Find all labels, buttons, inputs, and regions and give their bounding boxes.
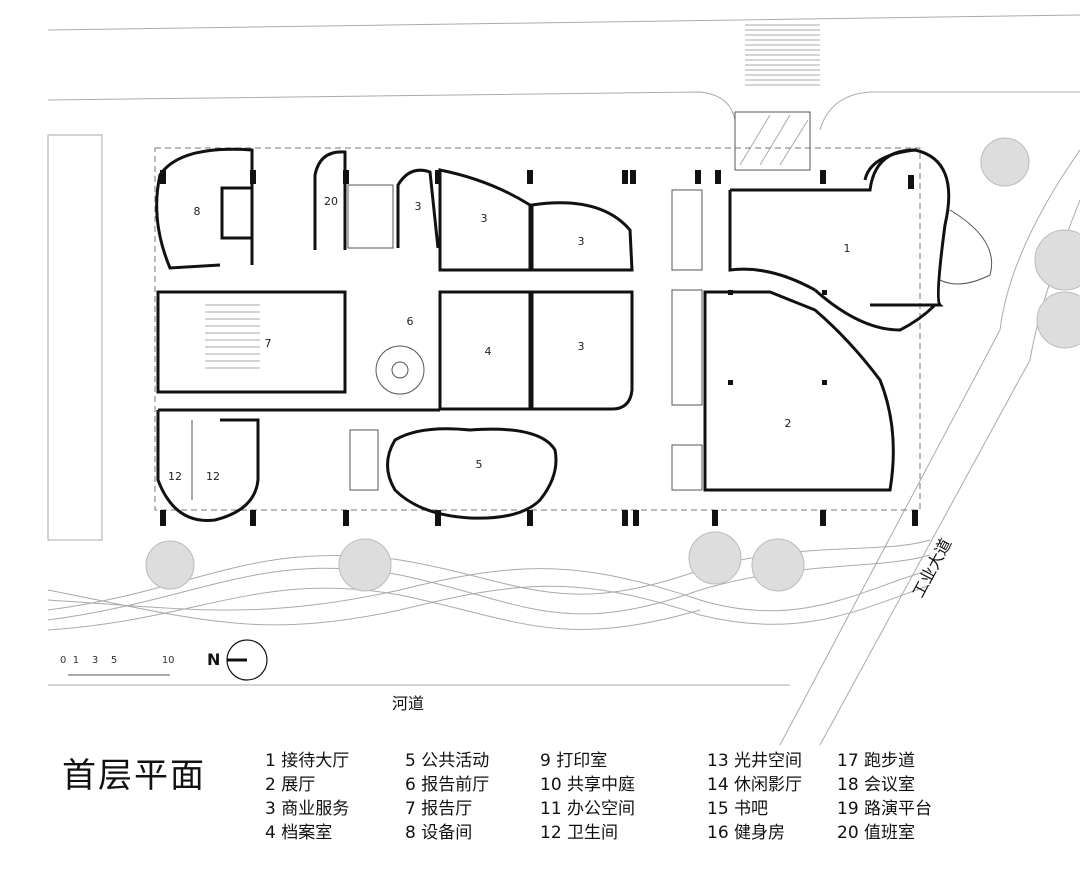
- room-label-8: 8: [194, 205, 201, 218]
- site-context: [47, 14, 1080, 746]
- room-label-4: 4: [485, 345, 492, 358]
- room-label-2: 2: [785, 417, 792, 430]
- scale-tick: 1: [72, 655, 80, 666]
- room-legend: 1 接待大厅 5 公共活动 9 打印室 13 光井空间 17 跑步道 2 展厅 …: [265, 750, 967, 844]
- room-label-3: 3: [481, 212, 488, 225]
- river-bank-lines: [47, 539, 931, 631]
- legend-item: 15 书吧: [707, 799, 769, 819]
- legend-item: 12 卫生间: [540, 823, 619, 843]
- building-plan: 8 20 3 3 3 1 7 6 4 3 2 12 12 5: [154, 147, 993, 526]
- scale-labels: 0 1 3 5 10: [60, 655, 175, 666]
- legend-item: 18 会议室: [837, 775, 916, 795]
- scale-tick: 0: [60, 655, 67, 666]
- river-label: 河道: [392, 694, 425, 713]
- legend-item: 1 接待大厅: [265, 751, 350, 771]
- room-label-3: 3: [578, 340, 585, 353]
- north-arrow-icon: [226, 639, 268, 681]
- legend-item: 7 报告厅: [405, 799, 473, 819]
- legend-item: 13 光井空间: [707, 751, 803, 771]
- legend-item: 20 值班室: [837, 823, 916, 843]
- legend-item: 17 跑步道: [837, 751, 916, 771]
- legend-item: 4 档案室: [265, 823, 333, 843]
- scale-tick: 5: [110, 655, 118, 666]
- legend-item: 16 健身房: [707, 823, 786, 843]
- north-label: N: [207, 650, 221, 669]
- plan-title: 首层平面: [62, 756, 206, 796]
- room-label-5: 5: [476, 458, 483, 471]
- scale-tick: 10: [161, 655, 175, 666]
- legend-item: 2 展厅: [265, 775, 316, 795]
- legend-item: 14 休闲影厅: [707, 775, 803, 795]
- scale-tick: 3: [91, 655, 99, 666]
- room-label-1: 1: [844, 242, 851, 255]
- tree-icons: [145, 137, 1080, 592]
- legend-item: 11 办公空间: [540, 799, 636, 819]
- legend-item: 19 路演平台: [837, 799, 933, 819]
- legend-item: 5 公共活动: [405, 751, 490, 771]
- legend-item: 6 报告前厅: [405, 775, 490, 795]
- room-label-12: 12: [206, 470, 220, 483]
- room-label-12: 12: [168, 470, 182, 483]
- room-label-3: 3: [415, 200, 422, 213]
- legend-item: 10 共享中庭: [540, 775, 636, 795]
- room-label-20: 20: [324, 195, 338, 208]
- legend-item: 3 商业服务: [265, 799, 350, 819]
- room-label-3: 3: [578, 235, 585, 248]
- room-label-7: 7: [265, 337, 272, 350]
- legend-item: 8 设备间: [405, 823, 473, 843]
- room-label-6: 6: [407, 315, 414, 328]
- legend-item: 9 打印室: [540, 751, 608, 771]
